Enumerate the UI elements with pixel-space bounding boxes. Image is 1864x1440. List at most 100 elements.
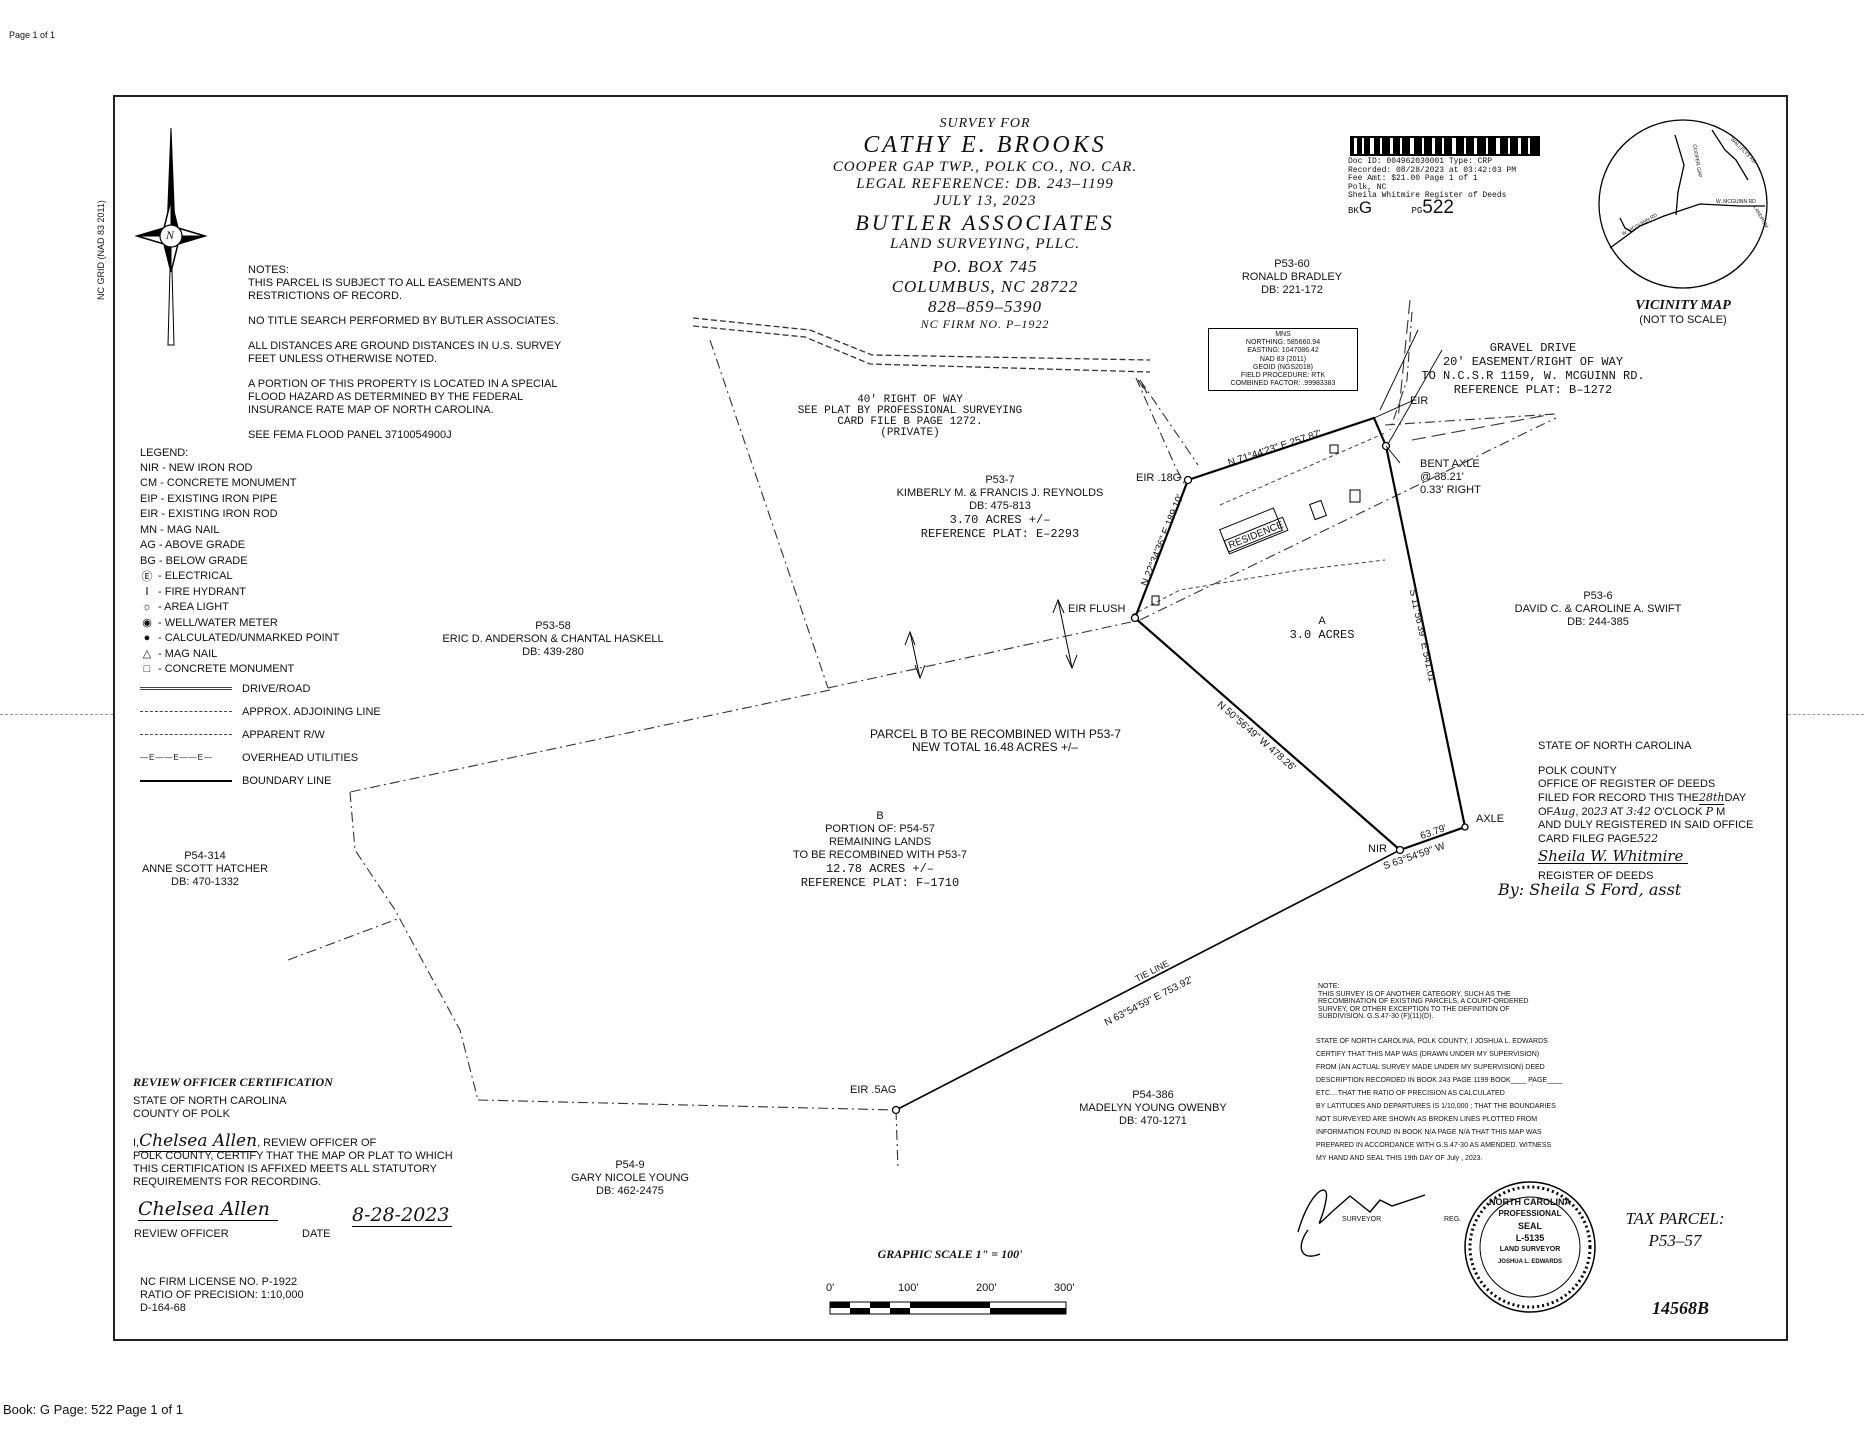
legend-line-apparent-rw: APPARENT R/W: [140, 723, 430, 746]
north-arrow-icon: [134, 127, 208, 346]
label-axle: AXLE: [1476, 813, 1505, 825]
legend-symbol-icon: Ⓔ: [141, 571, 153, 584]
label-p53-6: P53-6 DAVID C. & CAROLINE A. SWIFT DB: 2…: [1514, 590, 1682, 628]
label-p54-386: P54-386 MADELYN YOUNG OWENBY DB: 470-127…: [1079, 1089, 1227, 1127]
notes-block: NOTES: THIS PARCEL IS SUBJECT TO ALL EAS…: [248, 264, 561, 441]
label-p54-9: P54-9 GARY NICOLE YOUNG DB: 462-2475: [571, 1159, 689, 1197]
asst-signature: By: Sheila S Ford, asst: [1498, 880, 1682, 899]
vicinity-map-drawing: [1598, 119, 1768, 289]
legend-symbol-label: - CONCRETE MONUMENT: [158, 663, 295, 676]
right-of-way-road: [692, 317, 1151, 373]
title-phone: 828–859–5390: [928, 297, 1042, 316]
tie-line: [895, 849, 1401, 1111]
register-signature: Sheila W. Whitmire: [1538, 849, 1688, 864]
legend-item: MN - MAG NAIL: [140, 523, 220, 536]
legend-item: EIR - EXISTING IRON ROD: [140, 508, 278, 521]
legend-symbol-row: ☼- AREA LIGHT: [140, 600, 430, 616]
fold-line-right: [1788, 714, 1864, 715]
vicinity-road-4: W. MCGUINN RD: [1716, 199, 1756, 205]
legend-item: EIP - EXISTING IRON PIPE: [140, 492, 278, 505]
legend-symbol-row: □ - CONCRETE MONUMENT: [140, 662, 430, 678]
legend-symbol-label: - AREA LIGHT: [158, 601, 229, 614]
label-p54-314: P54-314 ANNE SCOTT HATCHER DB: 470-1332: [141, 850, 269, 888]
legend-symbol-row: △ - MAG NAIL: [140, 646, 430, 662]
title-client: CATHY E. BROOKS: [863, 132, 1107, 158]
legend-line-utilities: —E——E——E—OVERHEAD UTILITIES: [140, 751, 359, 764]
legend-symbol-row: Ⓔ- ELECTRICAL: [140, 569, 430, 585]
label-bent-axle: BENT AXLE @ 38.21' 0.33' RIGHT: [1420, 458, 1481, 496]
register-block: STATE OF NORTH CAROLINA POLK COUNTY OFFI…: [1498, 740, 1778, 898]
legend-symbol-label: - WELL/WATER METER: [158, 616, 278, 629]
legend-symbol-label: - CALCULATED/UNMARKED POINT: [158, 632, 340, 645]
review-certification: REVIEW OFFICER CERTIFICATION STATE OF NO…: [133, 1075, 453, 1189]
legend-symbol-row: ◉ - WELL/WATER METER: [140, 615, 430, 631]
label-parcel-b-note: PARCEL B TO BE RECOMBINED WITH P53-7 NEW…: [870, 727, 1121, 754]
title-firm-sub: LAND SURVEYING, PLLC.: [890, 236, 1080, 252]
legend-items: NIR - NEW IRON ROD CM - CONCRETE MONUMENT…: [140, 460, 430, 569]
label-review-officer: REVIEW OFFICER: [134, 1228, 229, 1240]
adjoining-lines: [287, 311, 1557, 1171]
legend-item: NIR - NEW IRON ROD: [140, 461, 253, 474]
barcode: [1350, 136, 1540, 156]
legend-item: CM - CONCRETE MONUMENT: [140, 477, 297, 490]
title-firm-no: NC FIRM NO. P–1922: [920, 317, 1050, 331]
plat-number: 14568B: [1652, 1298, 1710, 1318]
legend-symbol-label: - MAG NAIL: [158, 647, 218, 660]
leader-lines: [1373, 329, 1443, 464]
title-firm: BUTLER ASSOCIATES: [855, 210, 1115, 235]
surveyor-seal-icon: [1464, 1181, 1596, 1313]
mns-coordinate-box: MNS NORTHING: 585660.94 EASTING: 1047086…: [1208, 328, 1358, 392]
label-p53-58: P53-58 ERIC D. ANDERSON & CHANTAL HASKEL…: [442, 620, 664, 658]
legend-symbol-icon: △: [142, 648, 152, 661]
page-footer: Book: G Page: 522 Page 1 of 1: [3, 1402, 183, 1417]
scale-tick-0: 0': [826, 1282, 835, 1294]
title-location: COOPER GAP TWP., POLK CO., NO. CAR.: [832, 159, 1138, 175]
label-parcel-a: A 3.0 ACRES: [1289, 615, 1355, 642]
meter-marker: [1151, 595, 1160, 606]
tax-parcel: TAX PARCEL: P53–57: [1625, 1209, 1725, 1250]
label-date: DATE: [302, 1228, 331, 1240]
label-p53-60: P53-60 RONALD BRADLEY DB: 221-172: [1241, 258, 1343, 296]
legend-symbol-label: - FIRE HYDRANT: [158, 585, 246, 598]
legend-symbol-icon: □: [143, 663, 151, 676]
legend-symbol-row: ● - CALCULATED/UNMARKED POINT: [140, 631, 430, 647]
legend-symbol-icon: Ⅰ: [145, 586, 149, 599]
vicinity-map-title: VICINITY MAP (NOT TO SCALE): [1635, 298, 1731, 326]
plat-frame: [113, 95, 1788, 1341]
legend-item: BG - BELOW GRADE: [140, 554, 248, 567]
title-city: COLUMBUS, NC 28722: [891, 277, 1079, 296]
label-reg: REG.: [1444, 1216, 1462, 1223]
north-letter: N: [166, 228, 175, 242]
signature-strokes: [1297, 1189, 1426, 1257]
seal-text: NORTH CAROLINA PROFESSIONAL SEAL L-5135 …: [1489, 1197, 1571, 1265]
title-po-box: PO. BOX 745: [932, 257, 1038, 276]
review-date: 8-28-2023: [352, 1204, 452, 1227]
recording-stamp: Doc ID: 004962030001 Type: CRP Recorded:…: [1348, 157, 1517, 218]
label-eir-top: EIR: [1410, 395, 1429, 407]
legend-line-boundary: BOUNDARY LINE: [140, 769, 430, 792]
label-eir-flush: EIR FLUSH: [1068, 603, 1126, 615]
label-gravel-drive: GRAVEL DRIVE 20' EASEMENT/RIGHT OF WAY T…: [1421, 341, 1645, 397]
label-eir-18g: EIR .18G: [1136, 472, 1182, 484]
scale-tick-100: 100': [898, 1282, 919, 1294]
graphic-scale-bar: [829, 1301, 1067, 1315]
label-right-of-way: 40' RIGHT OF WAY SEE PLAT BY PROFESSIONA…: [797, 394, 1023, 439]
title-legal-ref: LEGAL REFERENCE: DB. 243–1199: [856, 176, 1114, 192]
legend-lines: DRIVE/ROAD APPROX. ADJOINING LINE APPARE…: [140, 677, 430, 792]
title-survey-for: SURVEY FOR: [939, 116, 1031, 131]
width-arrows: [904, 598, 1078, 680]
legend-item: AG - ABOVE GRADE: [140, 539, 246, 552]
scale-tick-300: 300': [1054, 1282, 1075, 1294]
firm-info: NC FIRM LICENSE NO. P-1922 RATIO OF PREC…: [140, 1276, 304, 1314]
legend-symbol-icon: ●: [143, 632, 151, 645]
legend-symbol-icon: ◉: [142, 617, 152, 630]
survey-points: [891, 441, 1469, 1115]
title-block: SURVEY FOR CATHY E. BROOKS COOPER GAP TW…: [760, 116, 1210, 332]
surveyor-note: NOTE: THIS SURVEY IS OF ANOTHER CATEGORY…: [1318, 983, 1529, 1020]
legend-line-adjoining: APPROX. ADJOINING LINE: [140, 700, 430, 723]
title-date: JULY 13, 2023: [933, 193, 1037, 209]
scale-tick-200: 200': [976, 1282, 997, 1294]
driveway: [1131, 432, 1386, 616]
